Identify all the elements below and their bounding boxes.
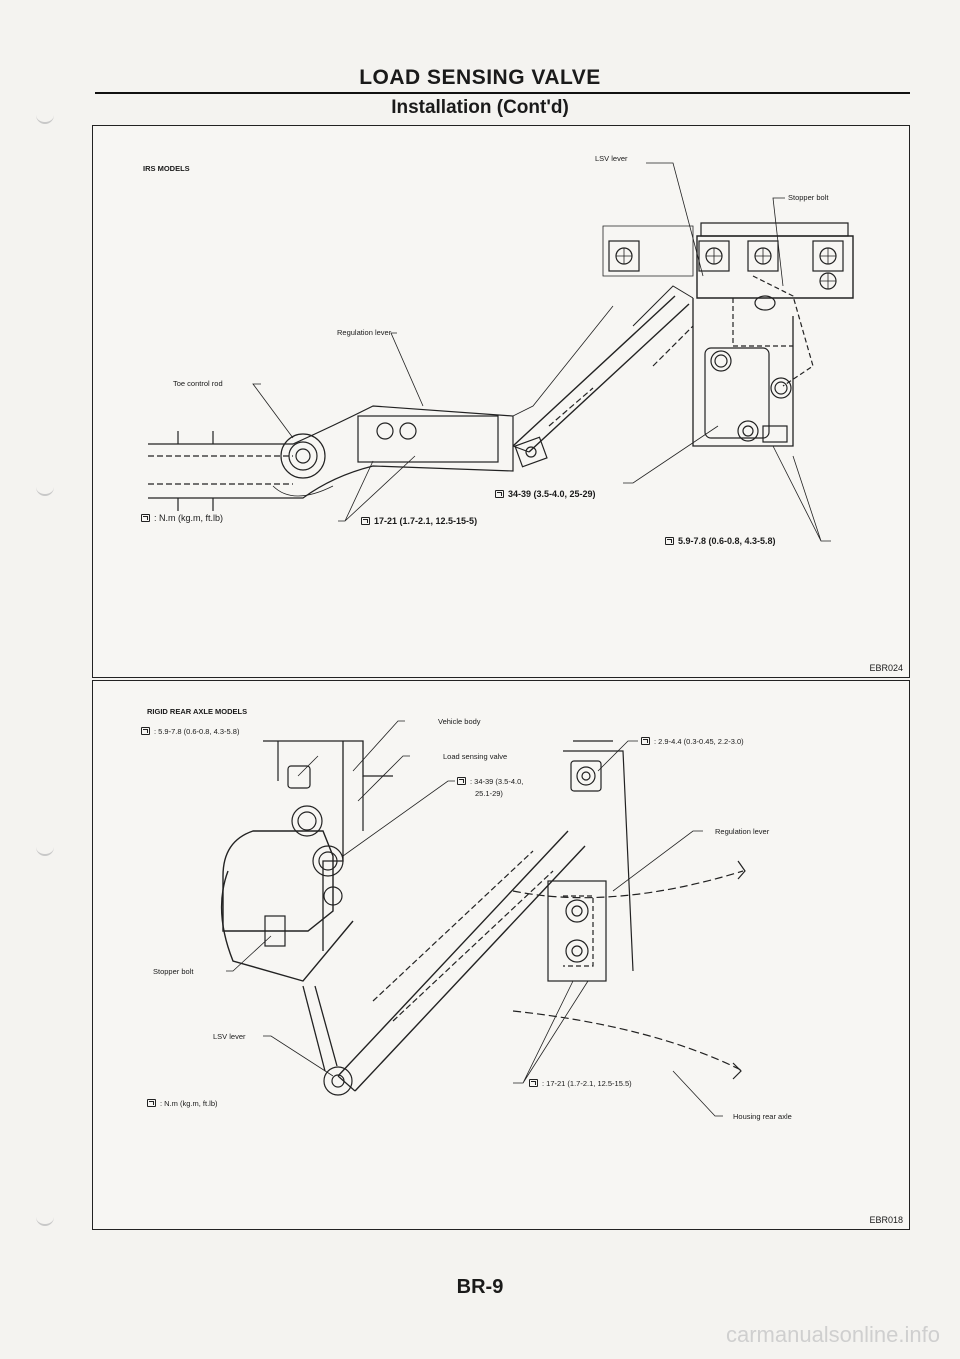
torque-spec-b: : 2.9-4.4 (0.3-0.45, 2.2-3.0) <box>641 737 744 746</box>
stopper-bolt-label: Stopper bolt <box>788 193 829 202</box>
vehicle-body-label: Vehicle body <box>438 717 481 726</box>
torque-wrench-icon <box>141 514 150 522</box>
torque-spec-d: : 17-21 (1.7-2.1, 12.5-15.5) <box>529 1079 632 1088</box>
models-label: RIGID REAR AXLE MODELS <box>147 707 248 716</box>
torque-spec-a: : 5.9-7.8 (0.6-0.8, 4.3-5.8) <box>141 727 239 736</box>
units-legend: : N.m (kg.m, ft.lb) <box>141 513 223 523</box>
torque-wrench-icon <box>141 727 150 735</box>
torque-spec-b: 17-21 (1.7-2.1, 12.5-15-5) <box>361 516 477 526</box>
torque-wrench-icon <box>529 1079 538 1087</box>
toe-control-rod-label: Toe control rod <box>173 379 223 388</box>
figure-irs-models: IRS MODELS LSV lever Stopper bolt Regula… <box>92 125 910 678</box>
regulation-lever-label: Regulation lever <box>337 328 392 337</box>
binder-hole <box>36 108 54 124</box>
torque-wrench-icon <box>495 490 504 498</box>
torque-spec-c: : 34-39 (3.5-4.0, <box>457 777 523 786</box>
binder-hole <box>36 1210 54 1226</box>
torque-spec-c-cont: 25.1-29) <box>475 789 503 798</box>
title-rule <box>95 92 910 94</box>
binder-hole <box>36 840 54 856</box>
torque-wrench-icon <box>361 517 370 525</box>
torque-spec-a: 34-39 (3.5-4.0, 25-29) <box>495 489 596 499</box>
lsv-lever-label: LSV lever <box>595 154 628 163</box>
torque-wrench-icon <box>641 737 650 745</box>
page-title: LOAD SENSING VALVE <box>359 66 601 89</box>
regulation-lever-label: Regulation lever <box>715 827 770 836</box>
irs-diagram <box>148 162 854 542</box>
figure-code: EBR018 <box>869 1215 903 1225</box>
housing-rear-axle-label: Housing rear axle <box>733 1112 792 1121</box>
lsv-lever-label: LSV lever <box>213 1032 246 1041</box>
figure-rigid-rear-axle-models: RIGID REAR AXLE MODELS : 5.9-7.8 (0.6-0.… <box>92 680 910 1230</box>
torque-wrench-icon <box>457 777 466 785</box>
watermark: carmanualsonline.info <box>725 1322 940 1347</box>
page-subtitle: Installation (Cont'd) <box>391 97 569 118</box>
binder-hole <box>36 480 54 496</box>
torque-spec-c: 5.9-7.8 (0.6-0.8, 4.3-5.8) <box>665 536 776 546</box>
page-number: BR-9 <box>456 1276 504 1298</box>
units-legend: : N.m (kg.m, ft.lb) <box>147 1099 218 1108</box>
rigid-axle-diagram <box>220 720 746 1117</box>
stopper-bolt-label: Stopper bolt <box>153 967 194 976</box>
models-label: IRS MODELS <box>143 164 190 173</box>
load-sensing-valve-label: Load sensing valve <box>443 752 508 761</box>
torque-wrench-icon <box>665 537 674 545</box>
torque-wrench-icon <box>147 1099 156 1107</box>
figure-code: EBR024 <box>869 663 903 673</box>
